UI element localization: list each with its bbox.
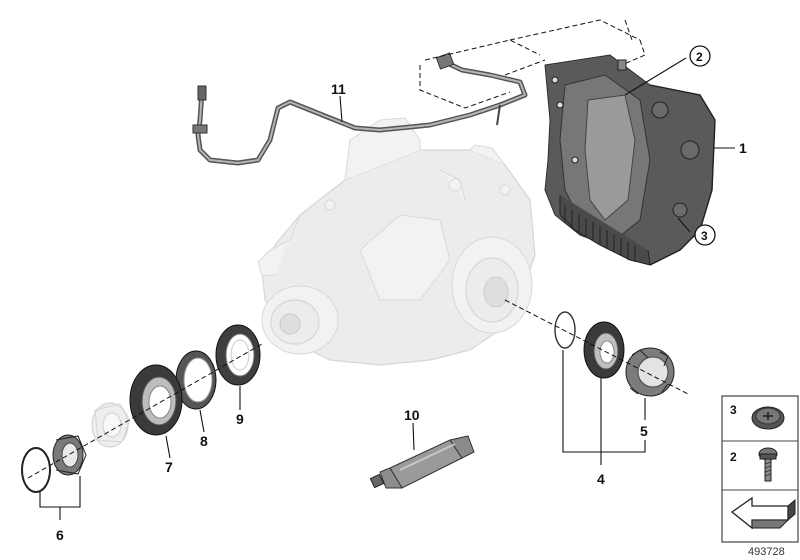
callout-11: 11 [331,81,346,97]
callout-3-circle [694,224,716,246]
hex-bolt-icon [758,447,778,482]
legend-label-2: 2 [730,450,737,464]
diagram-reference-number: 493728 [748,546,785,558]
callout-6: 6 [56,527,64,543]
flat-head-bolt-icon [751,406,785,430]
collar-nut-6 [52,434,87,476]
o-ring-4 [554,311,576,349]
callout-3: 3 [701,229,708,243]
callout-2: 2 [696,50,703,64]
shaft-seal-7 [129,364,183,436]
callout-8: 8 [200,433,208,449]
callout-2-circle [689,45,711,67]
callout-7: 7 [165,459,173,475]
retaining-ring-6 [21,447,51,493]
breather-line [192,52,528,166]
callout-1: 1 [739,140,747,156]
drive-flange-ghost [91,402,131,448]
parts-legend: 3 2 [721,395,799,543]
callout-9: 9 [236,411,244,427]
differential-housing-ghost [257,117,536,366]
grease-tube-10 [369,435,475,489]
legend-label-3: 3 [730,403,737,417]
callout-10: 10 [404,407,420,423]
leader-lines [39,57,735,520]
slotted-nut-5 [625,347,675,397]
shaft-seal-4 [583,321,625,379]
callout-5: 5 [640,423,648,439]
rear-cover [544,54,716,266]
assembly-axis-lines [27,299,691,479]
callout-4: 4 [597,471,605,487]
callout-labels: 1 2 3 11 9 8 7 10 6 4 5 [56,45,747,543]
directional-arrow-icon [730,496,796,530]
shaft-seal-9 [215,324,261,386]
